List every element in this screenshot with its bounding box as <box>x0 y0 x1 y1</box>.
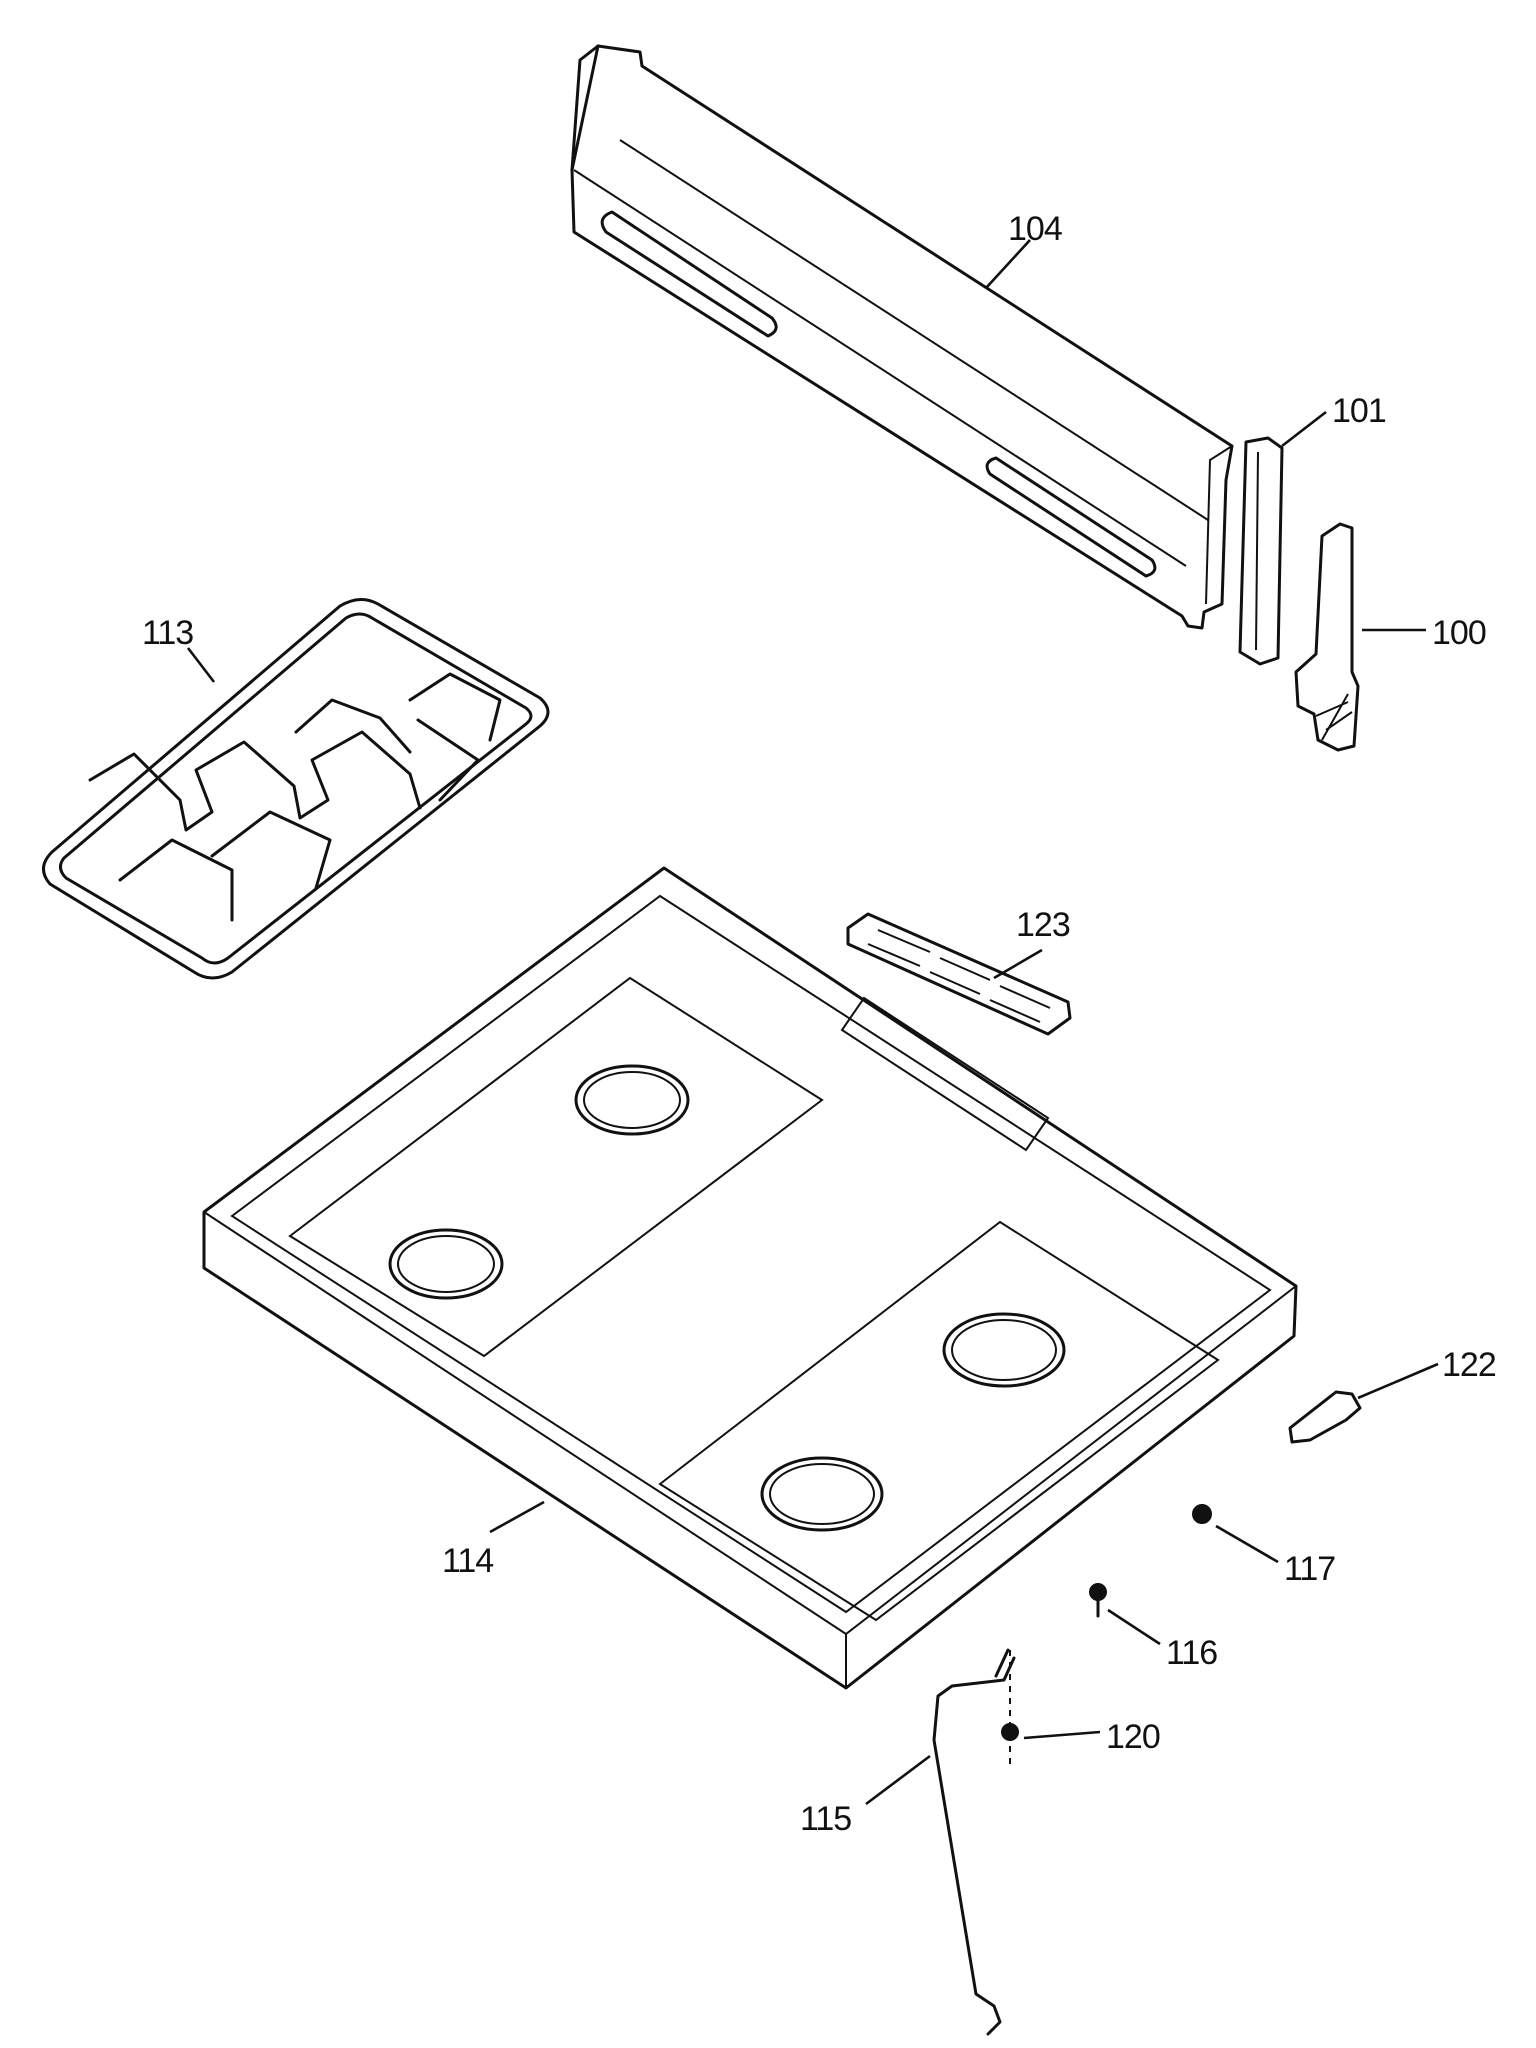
leader-113 <box>186 647 216 683</box>
support-rod <box>932 1648 1016 2036</box>
part-label-115: 115 <box>800 1800 851 1838</box>
nut <box>1192 1504 1212 1524</box>
part-label-122: 122 <box>1442 1346 1496 1384</box>
leader-104 <box>985 239 1031 289</box>
vent-grille <box>846 912 1072 1036</box>
leader-116 <box>1107 1608 1161 1646</box>
part-label-117: 117 <box>1284 1550 1335 1588</box>
side-trim-strip <box>1238 436 1284 666</box>
bracket <box>1288 1390 1362 1444</box>
screw-small <box>1001 1650 1019 1768</box>
leader-122 <box>1357 1362 1439 1400</box>
part-label-100: 100 <box>1432 614 1486 652</box>
part-label-116: 116 <box>1166 1634 1217 1672</box>
leader-115 <box>865 1754 931 1806</box>
part-label-101: 101 <box>1332 392 1386 430</box>
leader-120 <box>1023 1730 1101 1740</box>
leader-101 <box>1281 410 1327 448</box>
part-label-123: 123 <box>1016 906 1070 944</box>
backguard-panel <box>570 44 1234 630</box>
leader-117 <box>1215 1524 1279 1564</box>
burner-grate <box>42 598 550 980</box>
end-cap <box>1294 522 1360 752</box>
screw <box>1089 1583 1107 1618</box>
leader-114 <box>489 1500 545 1534</box>
part-label-114: 114 <box>442 1542 493 1580</box>
part-label-113: 113 <box>142 614 193 652</box>
part-label-120: 120 <box>1106 1718 1160 1756</box>
part-label-104: 104 <box>1008 210 1062 248</box>
cooktop-main-top <box>202 866 1298 1690</box>
leader-123 <box>993 948 1043 980</box>
